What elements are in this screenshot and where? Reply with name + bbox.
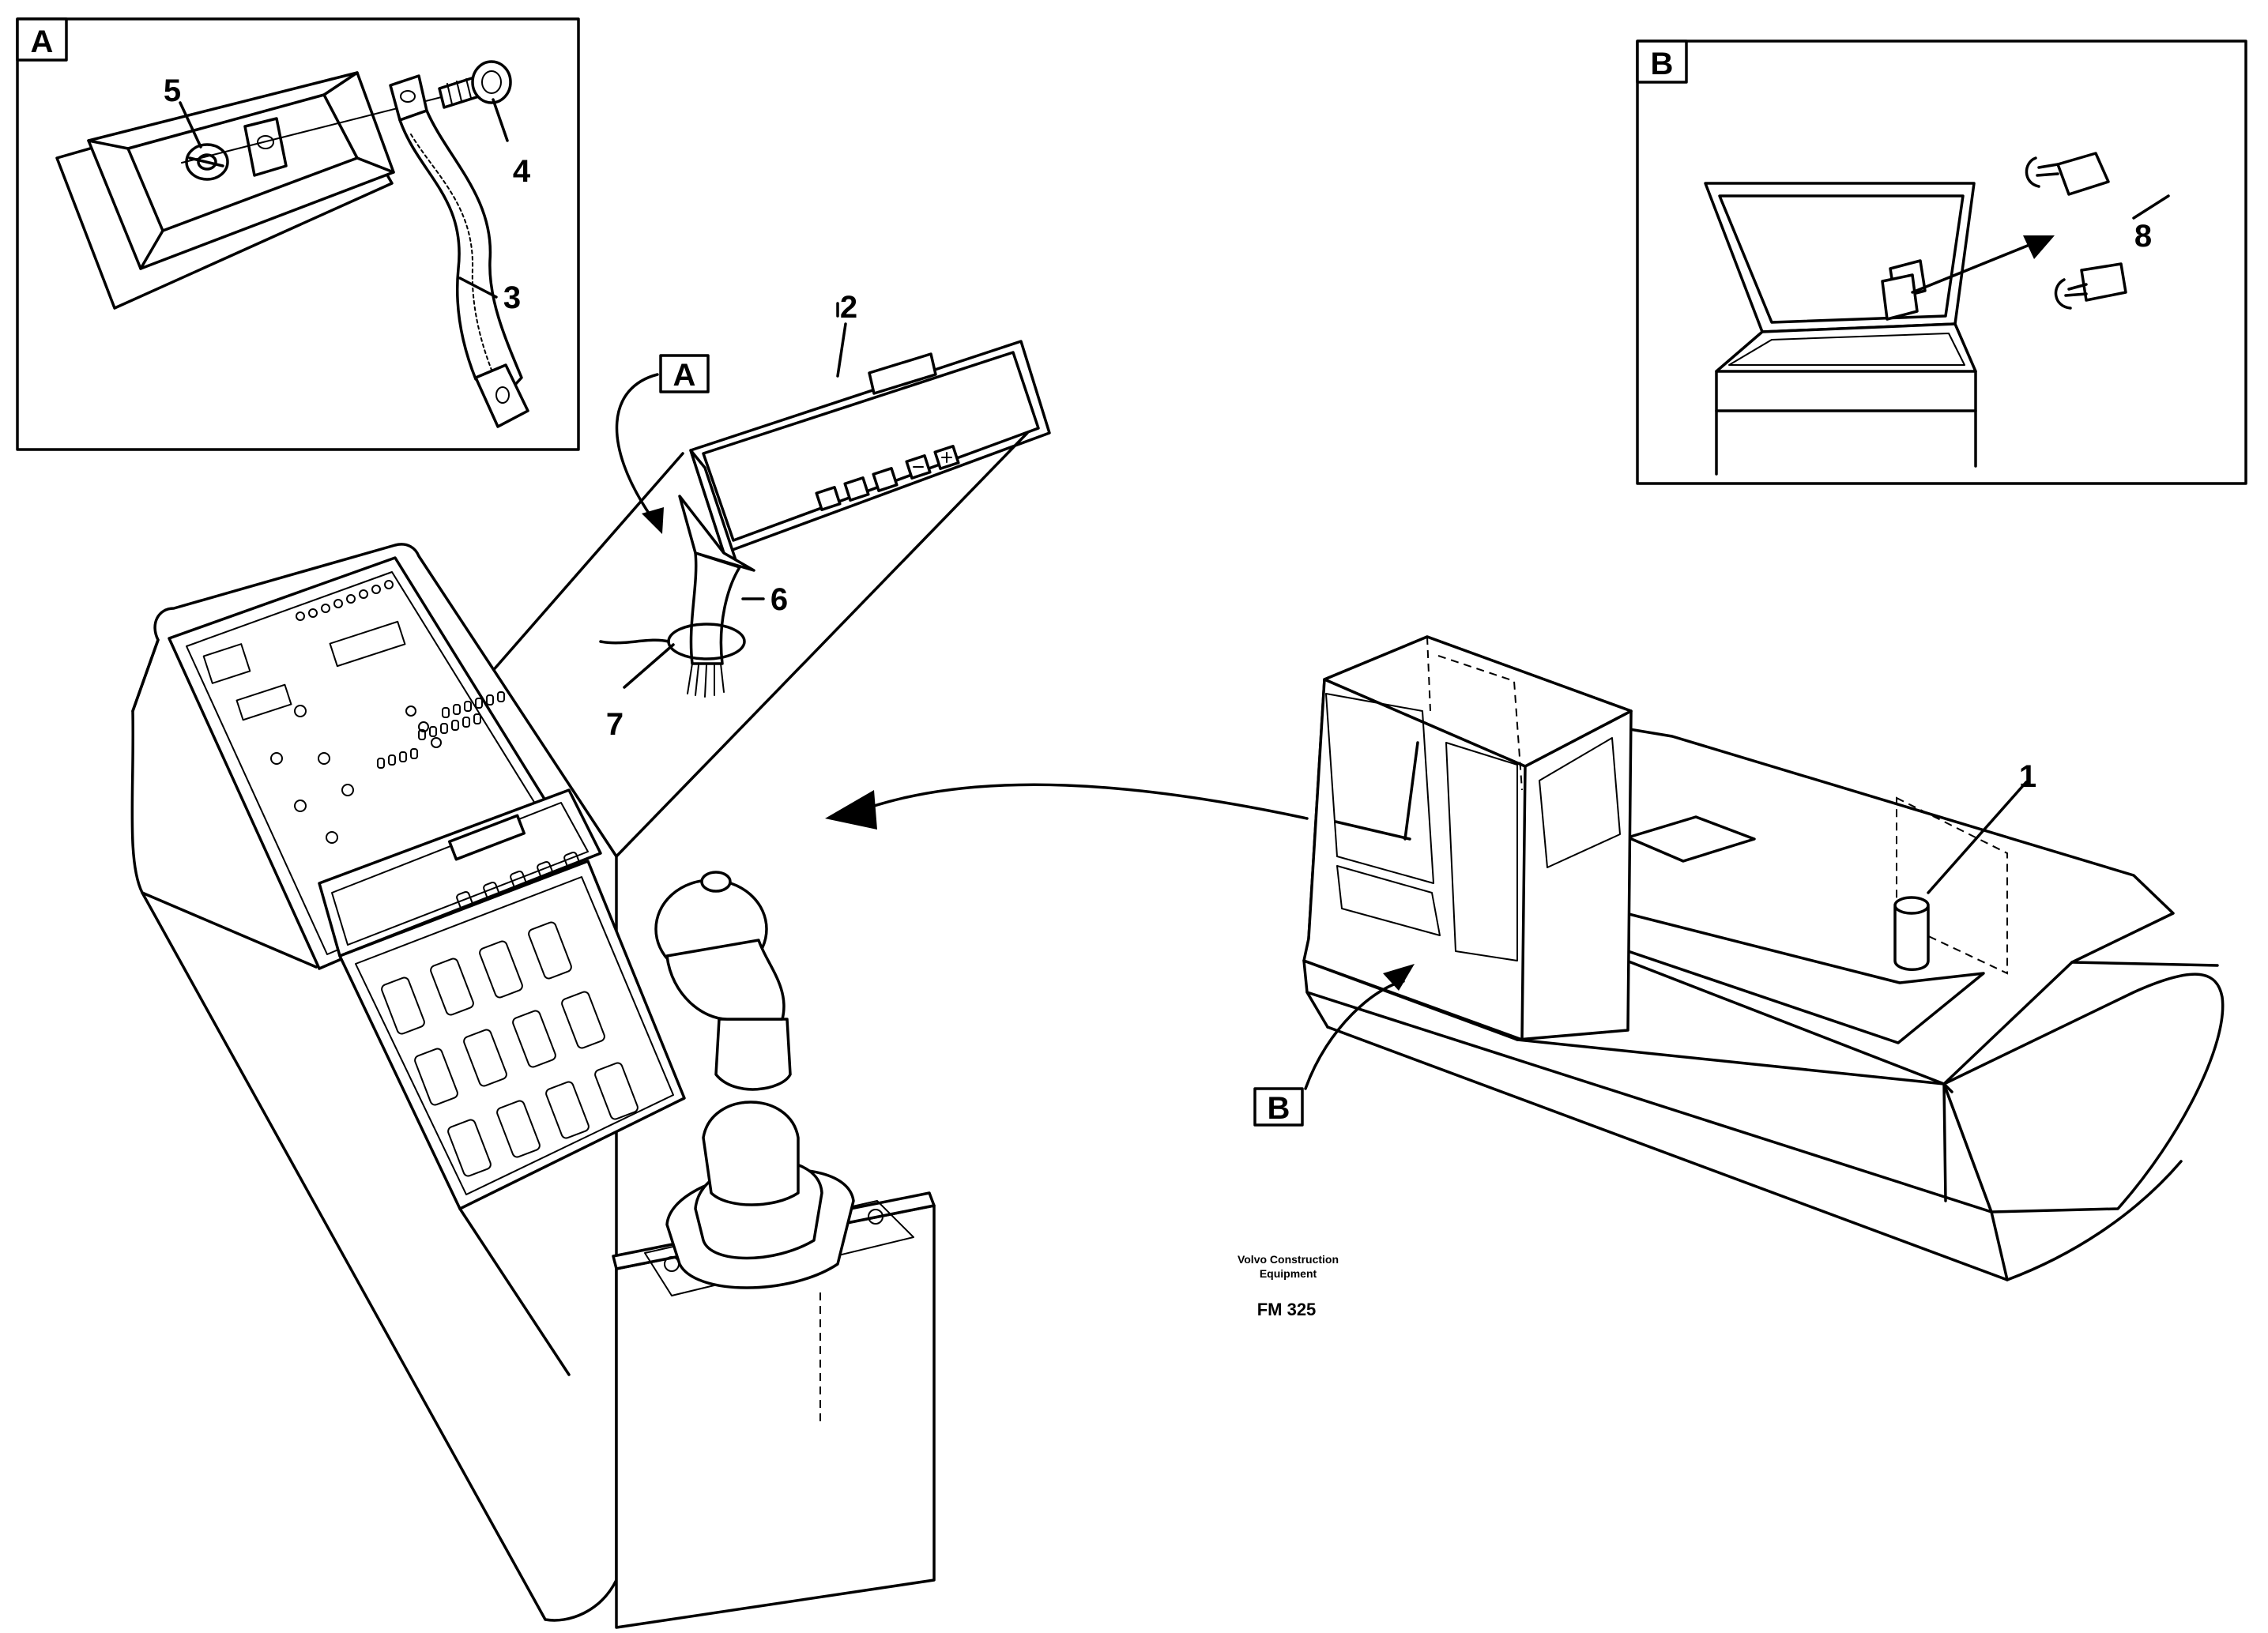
callout-a: A <box>673 358 696 393</box>
part-number-5: 5 <box>164 73 181 108</box>
drawing-code: FM 325 <box>1257 1300 1317 1319</box>
operator-console <box>130 543 936 1629</box>
part-number-1: 1 <box>2019 759 2036 794</box>
part-number-7: 7 <box>606 707 624 742</box>
electrical-box <box>1704 182 1977 476</box>
part-number-8: 8 <box>2134 219 2152 254</box>
part-number-4: 4 <box>513 154 531 189</box>
control-unit-part-2 <box>678 340 1051 572</box>
part-number-3: 3 <box>503 280 521 315</box>
credit-line-2: Equipment <box>1260 1267 1317 1280</box>
control-unit-rear <box>55 71 395 310</box>
screw-part-4 <box>438 60 512 109</box>
operator-cab <box>1302 635 1633 1041</box>
ground-strap-part-3 <box>389 74 529 428</box>
callout-b: B <box>1268 1091 1290 1126</box>
excavator-upper-body: 1 <box>1302 635 2225 1281</box>
detail-box-a-letter: A <box>31 24 54 59</box>
component-part-1 <box>1893 896 1930 971</box>
cable-tie-part-7 <box>599 623 746 660</box>
detail-box-a: A <box>16 17 580 451</box>
nut-part-5 <box>185 143 229 181</box>
part-number-6: 6 <box>770 582 788 617</box>
credit-line-1: Volvo Construction <box>1238 1253 1339 1266</box>
detail-box-b: B 8 <box>1636 40 2247 485</box>
wire-harness-part-6 <box>687 551 741 698</box>
part-number-2: 2 <box>840 290 857 325</box>
jumper-wire-part-8 <box>2025 135 2224 310</box>
detail-box-b-letter: B <box>1651 47 1674 81</box>
